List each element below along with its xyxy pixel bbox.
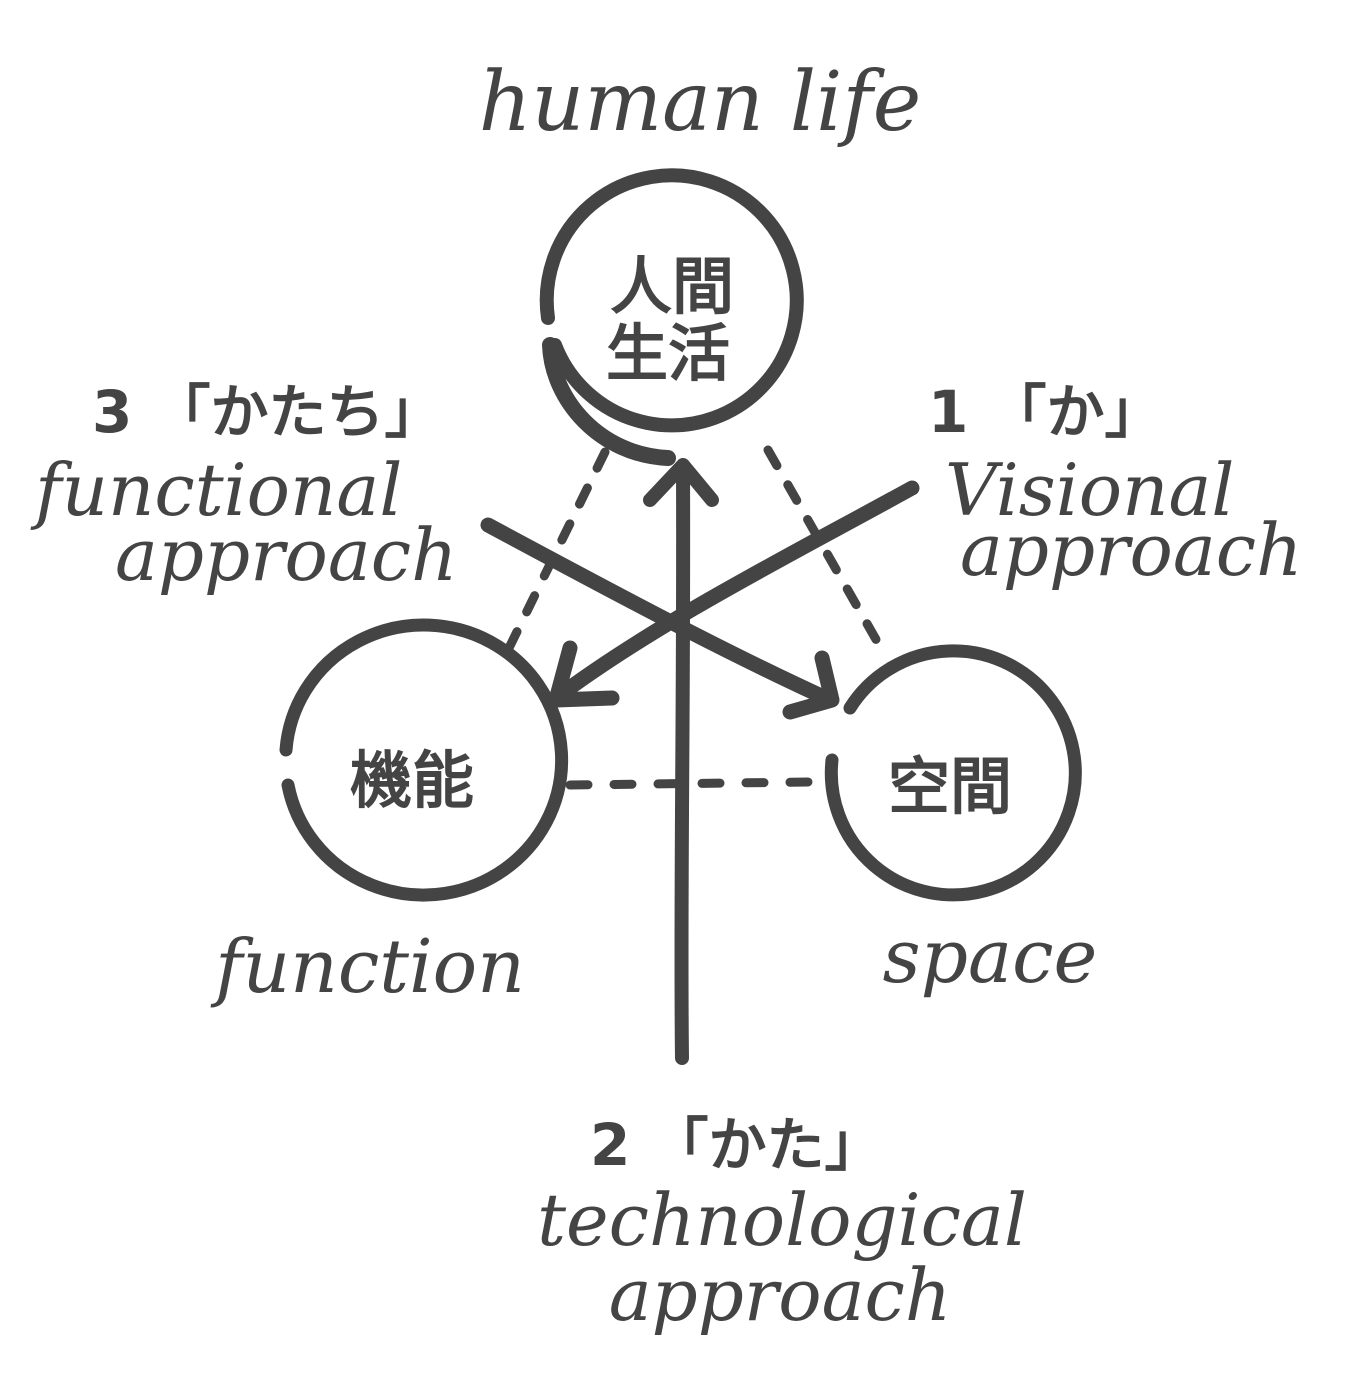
diagram-title: human life [479, 55, 921, 150]
connector-top-left [503, 447, 610, 655]
connector-top-right [763, 445, 887, 655]
node-function: 機能 [279, 618, 569, 902]
arrow-visional-head [548, 640, 620, 708]
node-human-life: 人間 生活 [539, 168, 804, 466]
arrow-functional-shaft [480, 517, 838, 708]
node-function-text: 機能 [350, 744, 474, 817]
arrow-technological-shaft [674, 461, 691, 1065]
arrows [480, 458, 920, 1065]
technological-heading: 2 「かた」 [590, 1111, 883, 1179]
dotted-connectors [503, 445, 887, 790]
node-space-text: 空間 [888, 750, 1012, 823]
node-human-life-circle-tail [542, 337, 676, 466]
label-technological-approach: 2 「かた」 technological approach [537, 1111, 1027, 1337]
arrow-visional-shaft [548, 480, 920, 706]
arrow-technological-head [643, 458, 719, 507]
node-space: 空間 [824, 644, 1082, 902]
visional-line1: Visional [945, 448, 1234, 532]
node-space-circle [824, 644, 1082, 902]
connector-bottom [565, 777, 815, 790]
technological-line2: approach [609, 1253, 952, 1337]
node-human-life-text-line1: 人間 [610, 250, 734, 323]
functional-heading: 3 「かたち」 [92, 378, 443, 446]
arrow-functional-head [782, 650, 840, 720]
node-human-life-text-line2: 生活 [606, 317, 730, 390]
visional-line2: approach [960, 508, 1303, 592]
label-functional-approach: 3 「かたち」 functional approach [30, 378, 458, 597]
caption-space: space [883, 914, 1098, 1000]
visional-heading: 1 「か」 [928, 378, 1163, 446]
functional-line2: approach [115, 513, 458, 597]
label-visional-approach: 1 「か」 Visional approach [928, 378, 1303, 592]
caption-function: function [210, 924, 525, 1010]
functional-line1: functional [30, 448, 402, 532]
node-function-circle [279, 618, 569, 902]
node-human-life-circle [539, 168, 804, 433]
technological-line1: technological [537, 1178, 1027, 1262]
